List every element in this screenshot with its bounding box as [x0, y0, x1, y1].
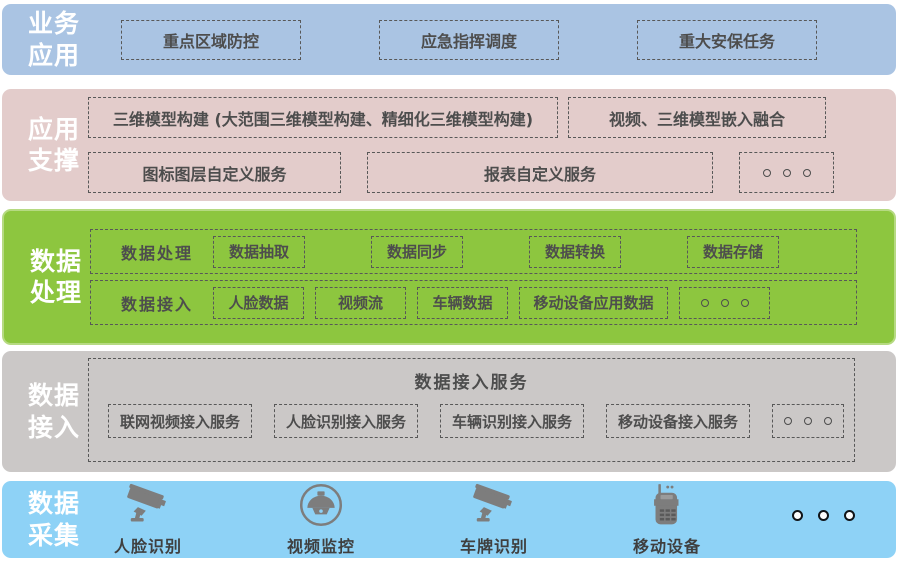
layer-label-support: 应用支撑	[28, 114, 81, 175]
diagram-box: 三维模型构建 (大范围三维模型构建、精细化三维模型构建)	[88, 97, 558, 138]
collection-devices-row: 人脸识别 视频监控 车牌识别 移动设备	[88, 482, 896, 557]
layer-data-processing: 数据处理 数据处理 数据抽取 数据同步 数据转换 数据存储 数据接入 人脸数据视频流车…	[2, 209, 896, 345]
ellipsis-box	[739, 152, 834, 193]
diagram-box: 车辆识别接入服务	[440, 404, 584, 438]
layer-data-access: 数据接入 数据接入服务 联网视频接入服务人脸识别接入服务车辆识别接入服务移动设备…	[2, 351, 896, 472]
ellipsis-dot	[818, 510, 829, 521]
diagram-box: 数据转换	[529, 235, 622, 268]
processing-row-1-title: 数据处理	[121, 243, 194, 263]
dome-camera-icon	[295, 482, 347, 528]
diagram-box: 数据抽取	[213, 235, 306, 268]
device-label: 人脸识别	[113, 537, 182, 556]
processing-row-1: 数据处理 数据抽取 数据同步 数据转换 数据存储	[90, 229, 857, 274]
ellipsis-dot	[844, 510, 855, 521]
bullet-camera-icon	[122, 482, 174, 528]
diagram-box: 应急指挥调度	[379, 19, 559, 60]
processing-content: 数据处理 数据抽取 数据同步 数据转换 数据存储 数据接入 人脸数据视频流车辆数据移动…	[90, 229, 894, 325]
ellipsis-dot	[824, 417, 832, 425]
access-content: 数据接入服务 联网视频接入服务人脸识别接入服务车辆识别接入服务移动设备接入服务	[88, 351, 896, 462]
diagram-box: 重点区域防控	[121, 19, 301, 60]
business-boxes-row: 重点区域防控 应急指挥调度 重大安保任务	[88, 19, 896, 60]
diagram-box: 移动设备接入服务	[606, 404, 750, 438]
ellipsis-dot	[804, 417, 812, 425]
device-label: 移动设备	[632, 537, 701, 556]
ellipsis-dot	[720, 298, 729, 307]
diagram-box: 数据存储	[687, 235, 780, 268]
layer-business-application: 业务应用 重点区域防控 应急指挥调度 重大安保任务	[2, 4, 896, 75]
access-boxes-row: 联网视频接入服务人脸识别接入服务车辆识别接入服务移动设备接入服务	[89, 393, 854, 438]
diagram-box: 图标图层自定义服务	[88, 152, 341, 193]
ellipsis-dot	[802, 168, 811, 177]
diagram-box: 视频流	[315, 286, 407, 319]
diagram-box: 视频、三维模型嵌入融合	[568, 97, 826, 138]
ellipsis-box	[679, 286, 771, 319]
layer-label-business: 业务应用	[28, 9, 81, 70]
ellipsis-dot	[782, 168, 791, 177]
layer-label-access: 数据接入	[28, 381, 81, 442]
ellipsis-dots	[792, 510, 855, 521]
layer-data-collection: 数据采集 人脸识别 视频监控 车牌识别 移动设备	[2, 481, 896, 558]
diagram-box: 车辆数据	[417, 286, 509, 319]
layer-label-processing: 数据处理	[30, 246, 83, 307]
processing-row-2-title: 数据接入	[121, 294, 194, 314]
diagram-box: 报表自定义服务	[367, 152, 713, 193]
diagram-box: 移动设备应用数据	[519, 286, 669, 319]
ellipsis-dot	[740, 298, 749, 307]
access-service-title: 数据接入服务	[414, 373, 529, 393]
support-content: 三维模型构建 (大范围三维模型构建、精细化三维模型构建)视频、三维模型嵌入融合 …	[88, 97, 896, 193]
ellipsis-dot	[784, 417, 792, 425]
diagram-box: 重大安保任务	[637, 19, 817, 60]
processing-row-1-boxes: 数据抽取 数据同步 数据转换 数据存储	[213, 235, 780, 268]
ellipsis-box	[772, 404, 844, 438]
processing-row-2-boxes: 人脸数据视频流车辆数据移动设备应用数据	[213, 286, 771, 319]
device-item: 车牌识别	[434, 482, 554, 557]
support-row-1: 三维模型构建 (大范围三维模型构建、精细化三维模型构建)视频、三维模型嵌入融合	[88, 97, 882, 138]
device-item: 人脸识别	[88, 482, 208, 557]
device-label: 视频监控	[286, 537, 355, 556]
ellipsis-dot	[700, 298, 709, 307]
processing-row-2: 数据接入 人脸数据视频流车辆数据移动设备应用数据	[90, 280, 857, 325]
walkie-talkie-icon	[641, 482, 693, 528]
layer-application-support: 应用支撑 三维模型构建 (大范围三维模型构建、精细化三维模型构建)视频、三维模型…	[2, 89, 896, 201]
access-service-group: 数据接入服务 联网视频接入服务人脸识别接入服务车辆识别接入服务移动设备接入服务	[88, 358, 855, 462]
diagram-box: 数据同步	[371, 235, 464, 268]
diagram-box: 联网视频接入服务	[108, 404, 252, 438]
layer-label-collection: 数据采集	[28, 489, 81, 550]
bullet-camera-icon	[468, 482, 520, 528]
ellipsis-dot	[762, 168, 771, 177]
support-row-2: 图标图层自定义服务报表自定义服务	[88, 152, 882, 193]
ellipsis-dot	[792, 510, 803, 521]
diagram-box: 人脸数据	[213, 286, 305, 319]
device-label: 车牌识别	[459, 537, 528, 556]
diagram-box: 人脸识别接入服务	[274, 404, 418, 438]
device-item: 视频监控	[261, 482, 381, 557]
device-item: 移动设备	[607, 482, 727, 557]
